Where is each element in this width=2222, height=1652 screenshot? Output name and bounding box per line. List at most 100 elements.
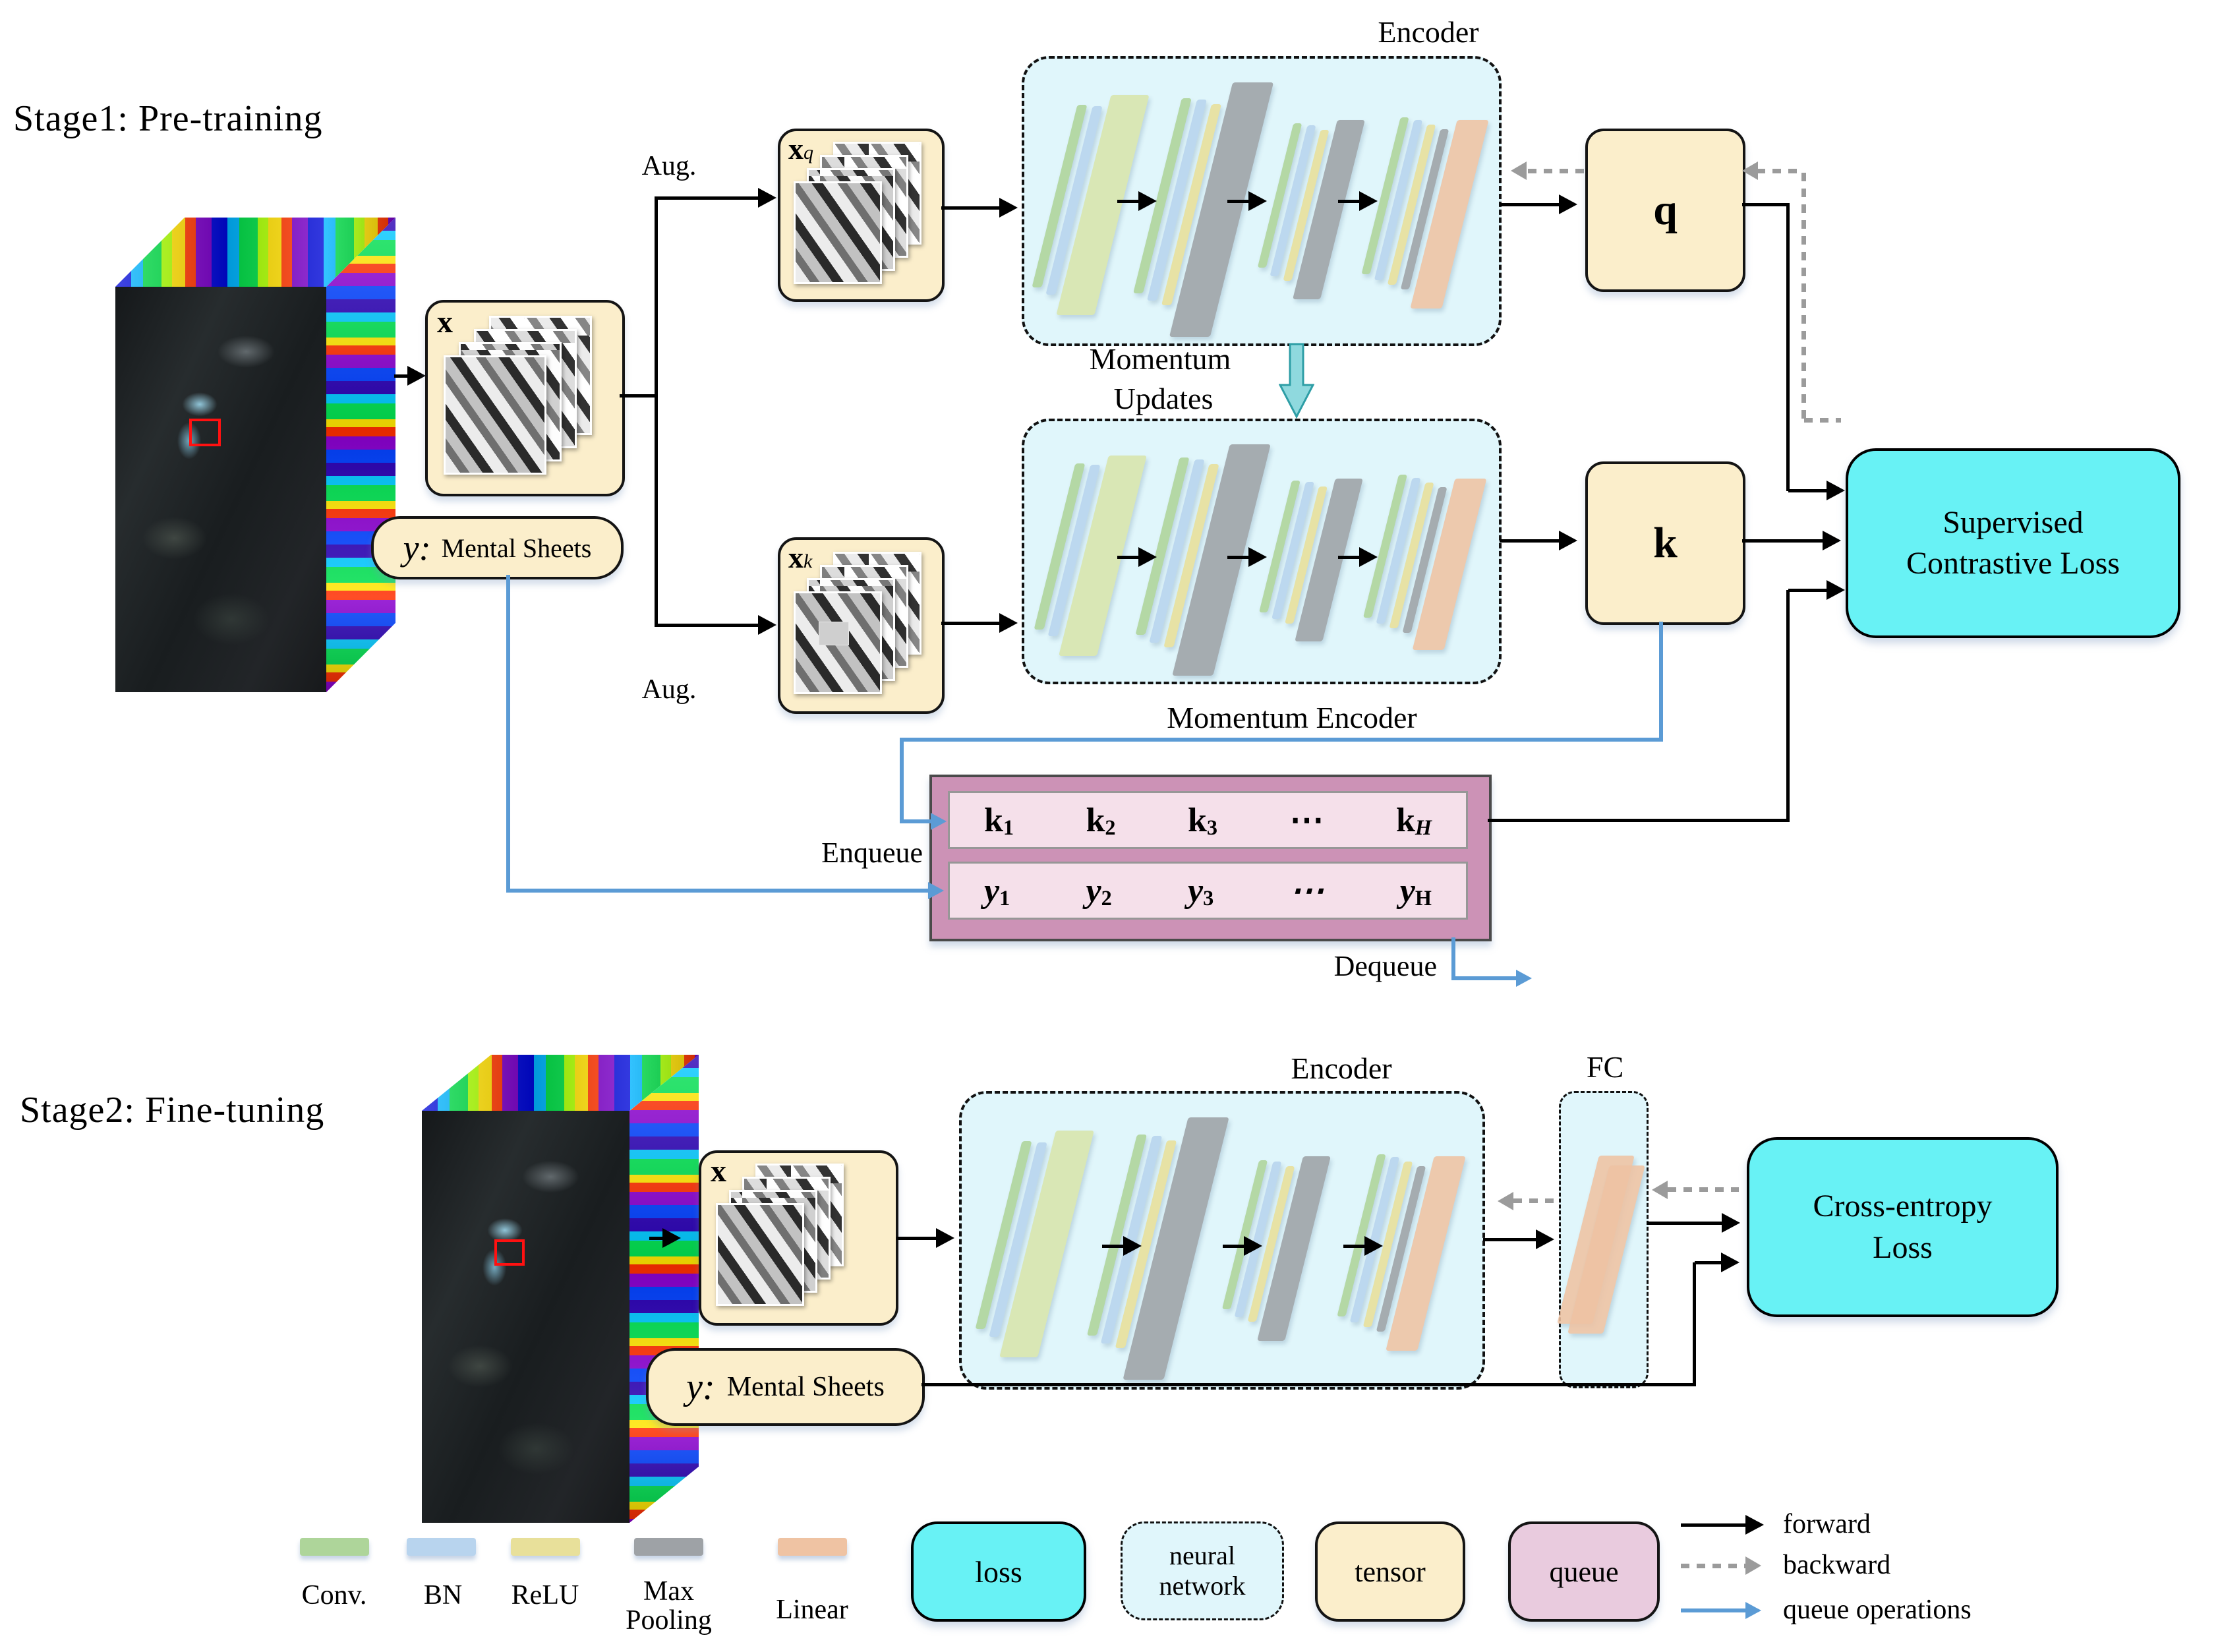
- enqueue-arrow-y: [928, 882, 944, 899]
- tensor-xq-box: xq: [778, 129, 945, 302]
- forward-line: [1786, 203, 1790, 491]
- x-label: x: [437, 305, 453, 339]
- bn-label: BN: [423, 1580, 463, 1610]
- momentum-update-arrow: [1278, 343, 1315, 422]
- forward-line: [941, 622, 1001, 625]
- forward-arrow: [758, 615, 776, 635]
- stage2-title: Stage2: Fine-tuning: [20, 1090, 325, 1131]
- enqueue-arrow-k: [931, 813, 947, 830]
- encoder-label-stage1: Encoder: [1378, 15, 1479, 49]
- forward-arrow: [1827, 481, 1845, 500]
- forward-arrow: [1248, 547, 1267, 567]
- relu-label: ReLU: [511, 1580, 579, 1610]
- y-symbol: y:: [686, 1367, 715, 1407]
- y-text: Mental Sheets: [441, 533, 592, 563]
- forward-line: [1693, 1262, 1696, 1386]
- patch-stack: [787, 138, 932, 289]
- momentum-updates-word2: Updates: [1113, 382, 1213, 415]
- maxpool-label: Max Pooling: [626, 1576, 712, 1636]
- forward-arrow: [1138, 191, 1157, 211]
- patch-tile: [794, 181, 882, 284]
- forward-line: [1483, 1238, 1537, 1241]
- enqueue-line-from-k: [900, 738, 1663, 742]
- momentum-updates-word1: Momentum: [1089, 342, 1231, 376]
- k-box: k: [1585, 461, 1745, 625]
- forward-line: [1488, 819, 1790, 822]
- forward-line: [1742, 539, 1824, 543]
- branch-line: [655, 196, 760, 200]
- supervised-contrastive-loss-box: Supervised Contrastive Loss: [1846, 448, 2180, 638]
- loss-line1: Supervised: [1943, 504, 2084, 540]
- backward-line: [1801, 173, 1806, 422]
- mental-sheets-box-stage2: y: Mental Sheets: [646, 1348, 925, 1426]
- forward-line: [1223, 1245, 1245, 1248]
- forward-arrow: [1138, 547, 1157, 567]
- legend-backward-line: [1681, 1564, 1747, 1568]
- forward-line: [1788, 489, 1828, 492]
- patch-stack: [709, 1160, 881, 1315]
- forward-arrow: [936, 1228, 954, 1248]
- dequeue-line: [1451, 976, 1517, 980]
- forward-line: [1227, 556, 1250, 559]
- forward-line: [1500, 539, 1560, 543]
- forward-line: [1117, 200, 1140, 203]
- aug-label-bottom: Aug.: [641, 674, 697, 705]
- patch-tile: [716, 1203, 804, 1306]
- cube-side-face: [629, 1055, 699, 1523]
- cube-side-face: [326, 218, 395, 692]
- dequeue-label: Dequeue: [1333, 950, 1437, 982]
- forward-arrow: [1559, 531, 1577, 550]
- bn-swatch: [407, 1538, 476, 1556]
- legend-forward-arrow: [1745, 1515, 1764, 1535]
- q-box: q: [1585, 129, 1745, 292]
- conv-label: Conv.: [301, 1580, 367, 1610]
- legend-loss-box: loss: [911, 1521, 1086, 1622]
- forward-arrow: [1722, 1213, 1740, 1233]
- patch-tile: [444, 355, 546, 475]
- xk-label: xk: [788, 541, 813, 574]
- enqueue-line-from-y: [506, 889, 929, 893]
- conv-swatch: [300, 1538, 369, 1556]
- forward-arrow: [1248, 191, 1267, 211]
- forward-arrow: [1827, 580, 1845, 600]
- maxpool-swatch: [634, 1538, 703, 1556]
- linear-label: Linear: [776, 1595, 848, 1625]
- fc-box: [1557, 1091, 1649, 1388]
- forward-arrow: [1359, 547, 1378, 567]
- satellite-image-face: [115, 287, 326, 692]
- branch-line: [655, 196, 658, 626]
- forward-line: [941, 206, 1001, 210]
- forward-line: [1117, 556, 1140, 559]
- aug-label-top: Aug.: [641, 151, 697, 181]
- enqueue-line-from-k: [904, 819, 931, 823]
- legend-backward-arrow: [1745, 1556, 1761, 1575]
- legend-tensor-box: tensor: [1315, 1521, 1465, 1622]
- tensor-x-box-stage2: x: [699, 1150, 898, 1326]
- loss-line1: Cross-entropy: [1813, 1189, 1993, 1224]
- satellite-image-face: [422, 1111, 629, 1523]
- forward-arrow: [662, 1228, 681, 1248]
- hyperspectral-cube-stage2: [422, 1055, 699, 1523]
- forward-arrow: [1364, 1236, 1383, 1256]
- linear-swatch: [778, 1538, 847, 1556]
- forward-line: [1338, 556, 1360, 559]
- backward-label: backward: [1783, 1550, 1891, 1580]
- patch-stack: [437, 312, 608, 485]
- enqueue-line-from-k: [1659, 622, 1663, 742]
- queue-cell: ⋯: [1289, 872, 1324, 910]
- enqueue-line-from-y: [506, 575, 510, 893]
- forward-line: [1788, 589, 1828, 592]
- forward-arrow: [999, 198, 1018, 218]
- encoder-label-stage2: Encoder: [1291, 1051, 1392, 1085]
- backward-line: [1528, 169, 1586, 173]
- x-label: x: [711, 1154, 726, 1189]
- branch-line: [655, 624, 760, 627]
- mental-sheets-box-stage1: y: Mental Sheets: [371, 516, 624, 579]
